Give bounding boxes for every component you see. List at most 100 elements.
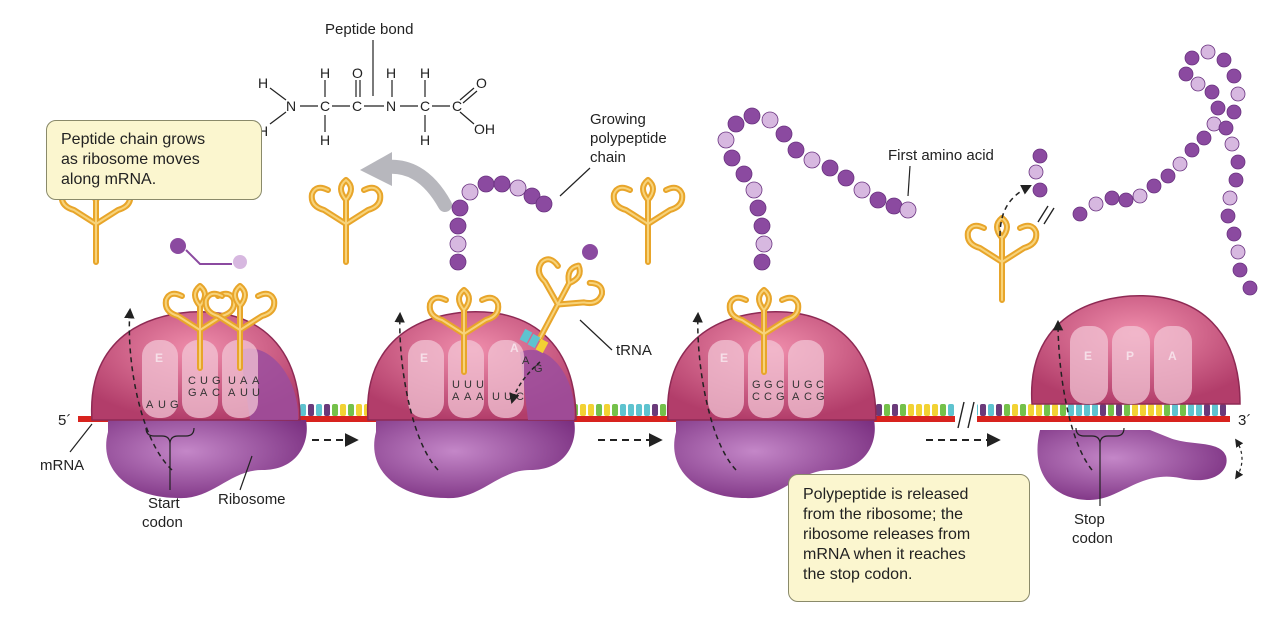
ribosome-2: E A U U U A A A U U C A G: [312, 180, 609, 499]
codon-base: C: [516, 391, 524, 403]
chem-c: C: [320, 98, 330, 114]
amino-acid: [1160, 168, 1176, 184]
amino-acid: [1232, 262, 1248, 278]
growing-chain-pointer: [559, 167, 591, 197]
mrna-base: [1052, 404, 1058, 416]
mrna-base: [1204, 404, 1210, 416]
mrna-base: [332, 404, 338, 416]
amino-acid: [885, 197, 903, 215]
mrna-base: [1076, 404, 1082, 416]
chem-h: H: [420, 132, 430, 148]
amino-acid: [749, 199, 767, 217]
amino-acid: [1032, 182, 1048, 198]
codon-base: A: [200, 387, 208, 399]
codon-base: G: [816, 391, 825, 403]
amino-acid: [745, 181, 763, 199]
mrna-base: [1156, 404, 1162, 416]
chain-break-mark: [1037, 205, 1049, 223]
mrna-base: [1212, 404, 1218, 416]
amino-acid-link: [185, 249, 232, 265]
mrna-base: [1060, 404, 1066, 416]
amino-acid: [1200, 44, 1216, 60]
growing-chain-label-line3: chain: [590, 149, 626, 166]
amino-acid: [1226, 104, 1242, 120]
amino-acid: [1204, 84, 1220, 100]
mrna-base: [316, 404, 322, 416]
mrna-base: [300, 404, 306, 416]
mrna-base: [580, 404, 586, 416]
codon-base: C: [764, 391, 772, 403]
stop-codon-label-line1: Stop: [1074, 511, 1105, 528]
anticodon-base: U: [452, 379, 460, 391]
ribosome-4: E P A: [968, 185, 1244, 506]
note-line: Peptide chain grows: [61, 131, 206, 148]
peptide-bond-label: Peptide bond: [325, 21, 413, 38]
mrna-base: [1164, 404, 1170, 416]
chem-c: C: [452, 98, 462, 114]
mrna-base: [876, 404, 882, 416]
mrna-base: [652, 404, 658, 416]
note-line: ribosome releases from: [803, 526, 971, 543]
mrna-base: [596, 404, 602, 416]
chemical-bonds: [269, 80, 478, 132]
growing-chain-label-line2: polypeptide: [590, 130, 667, 147]
mrna-base: [1004, 404, 1010, 416]
site-label-a: A: [510, 341, 519, 355]
ribosome-small-subunit: [106, 420, 307, 499]
anticodon-base: C: [776, 379, 784, 391]
strand-break-mark: [967, 401, 975, 429]
amino-acid: [1190, 76, 1206, 92]
start-codon-label-line1: Start: [148, 495, 181, 512]
trna-pointer: [579, 319, 613, 351]
amino-acid: [1230, 86, 1246, 102]
amino-acid: [755, 235, 773, 253]
mrna-base: [612, 404, 618, 416]
amino-acid: [451, 199, 469, 217]
amino-acid: [753, 253, 771, 271]
amino-acid: [735, 165, 753, 183]
amino-acid: [493, 175, 511, 193]
note-polypeptide-released: Polypeptide is released from the ribosom…: [788, 474, 1030, 602]
p-site: [748, 340, 784, 418]
trna-molecule: [968, 218, 1037, 300]
note-line: from the ribosome; the: [803, 506, 964, 523]
amino-acid: [1118, 192, 1134, 208]
stop-codon-label-line2: codon: [1072, 530, 1113, 547]
codon-base: G: [170, 399, 179, 411]
chem-h: H: [320, 132, 330, 148]
amino-acid: [1132, 188, 1148, 204]
amino-acid: [821, 159, 839, 177]
mrna-base: [308, 404, 314, 416]
mrna-base: [636, 404, 642, 416]
ribosome-small-subunit: [1037, 430, 1227, 500]
mrna-base: [1100, 404, 1106, 416]
amino-acid: [1172, 156, 1188, 172]
mrna-backbone: [78, 416, 1230, 422]
note-line: as ribosome moves: [61, 151, 200, 168]
chem-h: H: [386, 65, 396, 81]
ribosome-small-subunit: [374, 420, 575, 499]
codon-base: C: [752, 391, 760, 403]
mrna-base: [644, 404, 650, 416]
ribosome-1: E A U G C U G G A C U A A A U U: [62, 180, 307, 499]
amino-acid: [775, 125, 793, 143]
note-line: the stop codon.: [803, 566, 913, 583]
anticodon-base: C: [188, 375, 196, 387]
mrna-base: [340, 404, 346, 416]
amino-acid: [1224, 136, 1240, 152]
mrna-base: [1084, 404, 1090, 416]
mrna-base: [900, 404, 906, 416]
subunit-separation-arrow: [1235, 438, 1244, 480]
amino-acid: [1146, 178, 1162, 194]
chem-n: N: [386, 98, 396, 114]
release-arrow: [999, 185, 1032, 237]
codon-base: U: [158, 399, 166, 411]
amino-acid: [1196, 130, 1212, 146]
p-site: [1112, 326, 1150, 404]
ribosome-small-subunit: [674, 420, 875, 499]
mrna-base: [988, 404, 994, 416]
codon-base: G: [776, 391, 785, 403]
amino-acid: [1184, 50, 1200, 66]
chem-oh: OH: [474, 121, 495, 137]
